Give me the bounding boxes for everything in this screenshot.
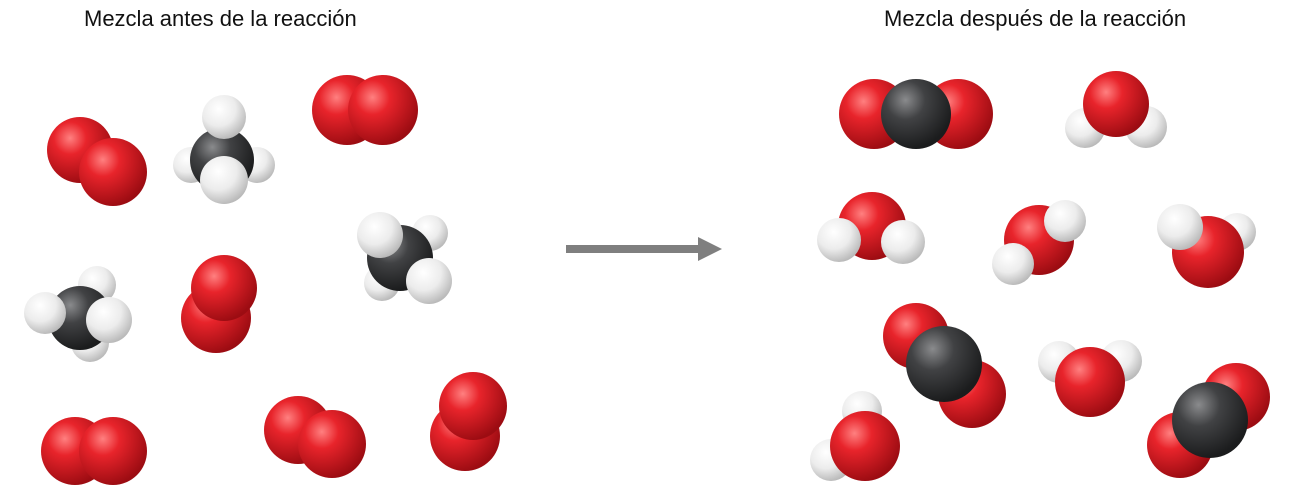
ch4-molecule xyxy=(173,95,275,204)
reaction-arrow xyxy=(566,237,722,261)
h2o-molecule xyxy=(810,391,900,481)
co2-molecule xyxy=(883,303,1006,428)
co2-molecule xyxy=(1147,363,1270,478)
h2o-molecule xyxy=(1065,71,1167,148)
co2-molecule xyxy=(839,79,993,149)
o2-molecule xyxy=(181,255,257,353)
h2o-molecule xyxy=(992,200,1086,285)
o2-molecule xyxy=(47,117,147,206)
ch4-molecule xyxy=(357,212,452,304)
after-panel-title: Mezcla después de la reacción xyxy=(884,6,1187,31)
o2-molecule xyxy=(430,372,507,471)
o2-molecule xyxy=(264,396,366,478)
h2o-molecule xyxy=(1038,340,1142,417)
before-panel-title: Mezcla antes de la reacción xyxy=(84,6,357,31)
h2o-molecule xyxy=(817,192,925,264)
ch4-molecule xyxy=(24,266,132,362)
o2-molecule xyxy=(312,75,418,145)
o2-molecule xyxy=(41,417,147,485)
h2o-molecule xyxy=(1157,204,1256,288)
